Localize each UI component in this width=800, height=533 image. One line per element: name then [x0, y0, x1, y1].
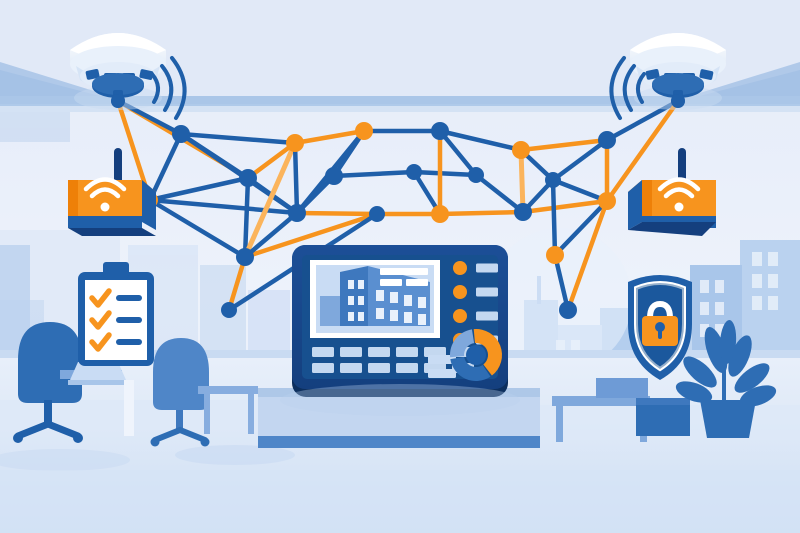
wifi-icon [83, 177, 127, 199]
network-link [550, 177, 558, 258]
network-node[interactable] [355, 122, 373, 140]
network-link [552, 252, 571, 313]
network-node[interactable] [468, 167, 484, 183]
donut-segment-alarm-zone[interactable] [473, 329, 502, 376]
network-link [147, 175, 251, 203]
network-link [437, 209, 526, 217]
network-link [331, 128, 367, 179]
smoke-detector-right[interactable] [609, 33, 726, 120]
network-link [552, 198, 610, 258]
keypad-button[interactable] [340, 347, 362, 357]
network-link [518, 147, 526, 215]
network-link [411, 169, 479, 178]
network-node[interactable] [236, 248, 254, 266]
network-link [473, 172, 526, 215]
network-node[interactable] [546, 246, 564, 264]
indicator-zone-2-label-bar [476, 287, 498, 297]
office-chair-right [150, 338, 210, 447]
network-link [331, 169, 417, 179]
network-link [294, 210, 380, 217]
potted-plant [675, 320, 777, 438]
indicator-zone-2[interactable] [453, 285, 467, 299]
network-link [226, 254, 248, 313]
network-link [147, 197, 300, 216]
network-link [242, 175, 251, 260]
keypad-button[interactable] [312, 363, 334, 373]
network-nodes [111, 94, 685, 319]
network-link [437, 128, 524, 153]
network-node[interactable] [221, 302, 237, 318]
box-right [636, 398, 690, 436]
security-shield-lock-icon[interactable] [628, 275, 692, 380]
wifi-icon [657, 177, 701, 199]
keypad-extra-buttons[interactable] [428, 355, 456, 378]
network-link [245, 140, 298, 181]
network-link [242, 210, 300, 260]
network-link [242, 211, 380, 260]
check-icon [89, 288, 112, 352]
donut-segment-normal-zone[interactable] [450, 356, 491, 381]
network-node[interactable] [288, 204, 306, 222]
ceiling [0, 62, 800, 112]
keypad-button[interactable] [396, 347, 418, 357]
network-link [565, 198, 610, 313]
keypad-button[interactable] [312, 347, 334, 357]
fire-alarm-control-panel[interactable] [292, 245, 508, 397]
smoke-detector-left[interactable] [70, 33, 187, 120]
screen-info-bars [380, 268, 428, 286]
keypad-button[interactable] [368, 347, 390, 357]
network-link [550, 177, 610, 204]
wifi-router-left[interactable] [68, 148, 156, 236]
network-node[interactable] [239, 169, 257, 187]
wifi-router-right[interactable] [628, 148, 716, 236]
panel-shadow [280, 384, 520, 416]
network-node[interactable] [431, 122, 449, 140]
network-link [292, 128, 367, 146]
network-node[interactable] [598, 131, 616, 149]
network-link [147, 131, 184, 203]
network-node[interactable] [512, 141, 530, 159]
network-link [518, 137, 610, 153]
network-node[interactable] [514, 203, 532, 221]
status-donut-chart[interactable] [450, 329, 502, 381]
network-node[interactable] [545, 172, 561, 188]
partition-wall [124, 380, 134, 436]
keypad-button[interactable] [424, 347, 446, 357]
network-node[interactable] [172, 125, 190, 143]
network-node[interactable] [559, 301, 577, 319]
network-link [242, 140, 298, 260]
network-link [437, 128, 479, 178]
indicator-zone-1-label-bar [476, 263, 498, 273]
signal-waves-icon [150, 56, 187, 120]
network-link [178, 131, 298, 146]
office-chair-left [13, 322, 83, 443]
network-link [550, 137, 610, 183]
network-node[interactable] [369, 206, 385, 222]
network-node[interactable] [431, 205, 449, 223]
donut-center [466, 345, 486, 365]
network-node[interactable] [286, 134, 304, 152]
desk-right [198, 386, 258, 434]
network-node[interactable] [325, 167, 343, 185]
network-link [115, 98, 184, 137]
network-link [604, 98, 681, 143]
donut-segment-standby-zone[interactable] [450, 329, 475, 358]
keypad-button[interactable] [340, 363, 362, 373]
indicator-zone-3-label-bar [476, 311, 498, 321]
network-link [520, 198, 610, 215]
inspection-checklist-icon[interactable] [78, 262, 154, 366]
network-link [147, 197, 248, 260]
signal-waves-icon [609, 56, 646, 120]
keypad-button[interactable] [396, 363, 418, 373]
network-link [292, 140, 300, 216]
panel-screen[interactable] [310, 260, 440, 338]
network-node[interactable] [406, 164, 422, 180]
keypad-button[interactable] [368, 363, 390, 373]
indicator-zone-3[interactable] [453, 309, 467, 323]
network-node[interactable] [598, 192, 616, 210]
network-link [604, 98, 681, 204]
indicator-zone-1[interactable] [453, 261, 467, 275]
laptop [68, 362, 128, 385]
